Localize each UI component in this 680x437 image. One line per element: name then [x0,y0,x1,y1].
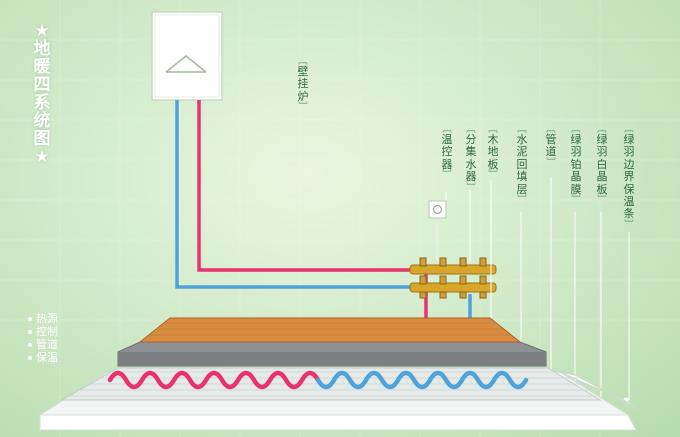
legend: 热源 控制 管道 保温 [28,312,58,364]
title-char: 暖 [33,57,51,77]
label-edge-strip: ﹇绿羽边界保温条﹈ [623,125,635,230]
title-char: 地 [33,39,51,59]
label-manifold: ﹇分集水器﹈ [465,125,477,193]
bullet-icon [28,316,32,321]
label-film: ﹇绿羽铂晶膜﹈ [570,125,582,206]
label-board: ﹇绿羽白晶板﹈ [596,125,608,206]
title-char: 四 [33,75,51,95]
legend-item: 保温 [28,351,58,364]
legend-item: 控制 [28,325,58,338]
heating-loops [107,370,529,390]
title-star: ★ [34,147,50,167]
label-cement-layer: ﹇水泥回填层﹈ [516,125,528,206]
legend-item: 热源 [28,312,58,325]
bullet-icon [28,355,32,360]
supply-pipes [175,100,472,342]
bullet-icon [28,329,32,334]
label-wood-floor: ﹇木地板﹈ [487,125,499,181]
title-char: 统 [33,111,51,131]
label-thermostat: ﹇温控器﹈ [441,125,453,181]
manifold [409,257,497,299]
wood-floor [138,317,522,343]
bullet-icon [28,342,32,347]
edge-strip [559,371,641,411]
leader-lines [445,178,630,410]
legend-item: 管道 [28,338,58,351]
label-pipe: ﹇管道﹈ [545,125,557,168]
title-star: ★ [34,21,50,41]
wall-boiler [151,11,223,101]
diagram-title: ★ 地 暖 四 系 统 图 ★ [32,22,52,166]
thermostat-device [428,200,447,262]
title-char: 图 [33,129,51,149]
label-boiler: ﹇壁挂炉﹈ [297,57,309,113]
title-char: 系 [33,93,51,113]
